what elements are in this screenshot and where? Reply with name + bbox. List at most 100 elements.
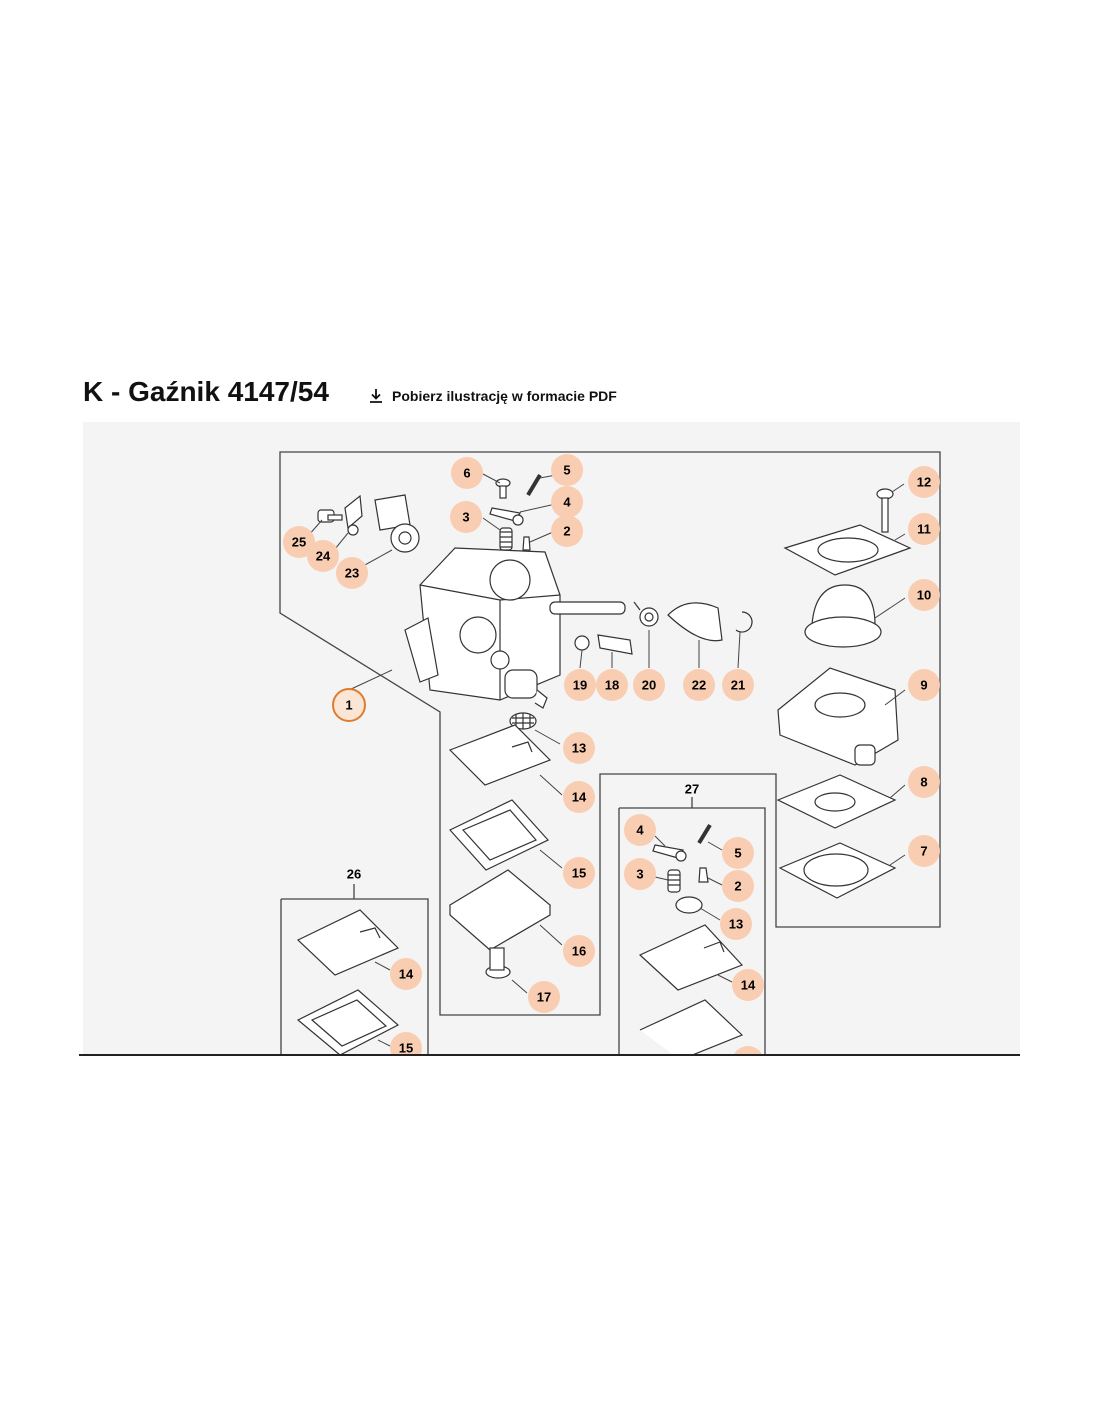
kit-26-callout-14[interactable]: 14 [390,958,422,990]
svg-text:5: 5 [563,463,570,478]
kit-27-pin-icon [697,823,712,845]
callout-8[interactable]: 8 [908,766,940,798]
callout-12[interactable]: 12 [908,466,940,498]
kit-27-callout-14[interactable]: 14 [732,969,764,1001]
page-title: K - Gaźnik 4147/54 [83,376,329,407]
svg-text:5: 5 [734,846,741,861]
screw-12-icon [876,488,894,533]
kit-27-needle-icon [698,867,709,883]
throttle-cam-icon [667,602,723,642]
clip-icon [344,494,363,536]
svg-text:14: 14 [741,978,756,993]
svg-text:1: 1 [345,698,352,713]
callout-17[interactable]: 17 [528,981,560,1013]
kit-27-gasket-icon [638,924,744,991]
svg-text:2: 2 [734,879,741,894]
kit-27-diaphragm-icon [639,999,744,1055]
callout-24[interactable]: 24 [307,540,339,572]
svg-text:14: 14 [572,790,587,805]
callout-22[interactable]: 22 [683,669,715,701]
kit-27-filter-icon [675,896,703,914]
pump-housing-icon [777,667,899,766]
callout-21[interactable]: 21 [722,669,754,701]
svg-text:6: 6 [463,466,470,481]
kit-27-callout-5[interactable]: 5 [722,837,754,869]
kit-26-label: 26 [347,867,361,882]
svg-text:17: 17 [537,990,551,1005]
callout-23[interactable]: 23 [336,557,368,589]
callout-15[interactable]: 15 [563,857,595,889]
screw-icon [317,509,343,523]
divider [79,1054,1020,1056]
svg-text:13: 13 [729,917,743,932]
callout-7[interactable]: 7 [908,835,940,867]
svg-text:8: 8 [920,775,927,790]
download-icon [370,389,382,403]
kit-27-label: 27 [685,782,699,797]
kit-27-callout-cut[interactable] [732,1046,764,1055]
primer-bulb-icon [804,584,882,648]
kit-27-callout-4[interactable]: 4 [624,814,656,846]
callout-16[interactable]: 16 [563,935,595,967]
kit-26-callout-15[interactable]: 15 [390,1032,422,1055]
svg-text:23: 23 [345,566,359,581]
svg-text:14: 14 [399,967,414,982]
callout-4[interactable]: 4 [551,486,583,518]
washer-icon [597,634,633,655]
svg-text:24: 24 [316,549,331,564]
svg-text:4: 4 [563,495,571,510]
needle-icon [522,536,531,551]
callout-10[interactable]: 10 [908,579,940,611]
svg-text:15: 15 [572,866,586,881]
callout-14[interactable]: 14 [563,781,595,813]
gasket-icon [778,842,897,899]
svg-text:2: 2 [563,524,570,539]
callout-25[interactable]: 25 [283,526,315,558]
callout-13[interactable]: 13 [563,732,595,764]
svg-text:4: 4 [636,823,644,838]
svg-text:12: 12 [917,475,931,490]
svg-text:16: 16 [572,944,586,959]
screw-17-icon [485,947,511,979]
callout-19[interactable]: 19 [564,669,596,701]
screw-6-icon [495,478,511,499]
torsion-spring-icon [633,601,659,627]
lever-icon [489,507,524,526]
svg-text:9: 9 [920,678,927,693]
callout-3[interactable]: 3 [450,501,482,533]
kit-26-frame [280,898,429,1055]
diaphragm-15-icon [449,799,549,871]
callout-1[interactable]: 1 [332,688,366,722]
callout-18[interactable]: 18 [596,669,628,701]
callout-6[interactable]: 6 [451,457,483,489]
kit-27-callout-13[interactable]: 13 [720,908,752,940]
kit-27-callout-2[interactable]: 2 [722,870,754,902]
carburetor-body-icon [404,547,626,709]
svg-text:11: 11 [917,522,931,537]
kit-27-lever-icon [652,844,687,862]
pin-icon [526,473,542,497]
callout-9[interactable]: 9 [908,669,940,701]
callout-11[interactable]: 11 [908,513,940,545]
cover-16-icon [448,869,552,951]
kit-27-frame [618,807,766,1055]
download-pdf-link[interactable]: Pobierz ilustrację w formacie PDF [368,384,617,408]
callout-2[interactable]: 2 [551,515,583,547]
callout-20[interactable]: 20 [633,669,665,701]
leader-lines [307,469,906,1047]
callout-5[interactable]: 5 [551,454,583,486]
svg-text:19: 19 [573,678,587,693]
gasket-14-icon [448,724,552,786]
kit-26-gasket-icon [296,909,400,976]
parts-artwork [296,473,912,1055]
kit-27-spring-icon [667,869,681,893]
svg-text:13: 13 [572,741,586,756]
svg-text:21: 21 [731,678,745,693]
svg-text:22: 22 [692,678,706,693]
connector-icon [374,494,420,553]
kit-27-callout-3[interactable]: 3 [624,858,656,890]
svg-text:25: 25 [292,535,306,550]
svg-text:10: 10 [917,588,931,603]
download-pdf-label: Pobierz ilustrację w formacie PDF [392,388,617,404]
parts-diagram: 1 6 5 4 3 2 25 24 23 12 11 10 9 8 7 19 1… [83,422,1020,1055]
